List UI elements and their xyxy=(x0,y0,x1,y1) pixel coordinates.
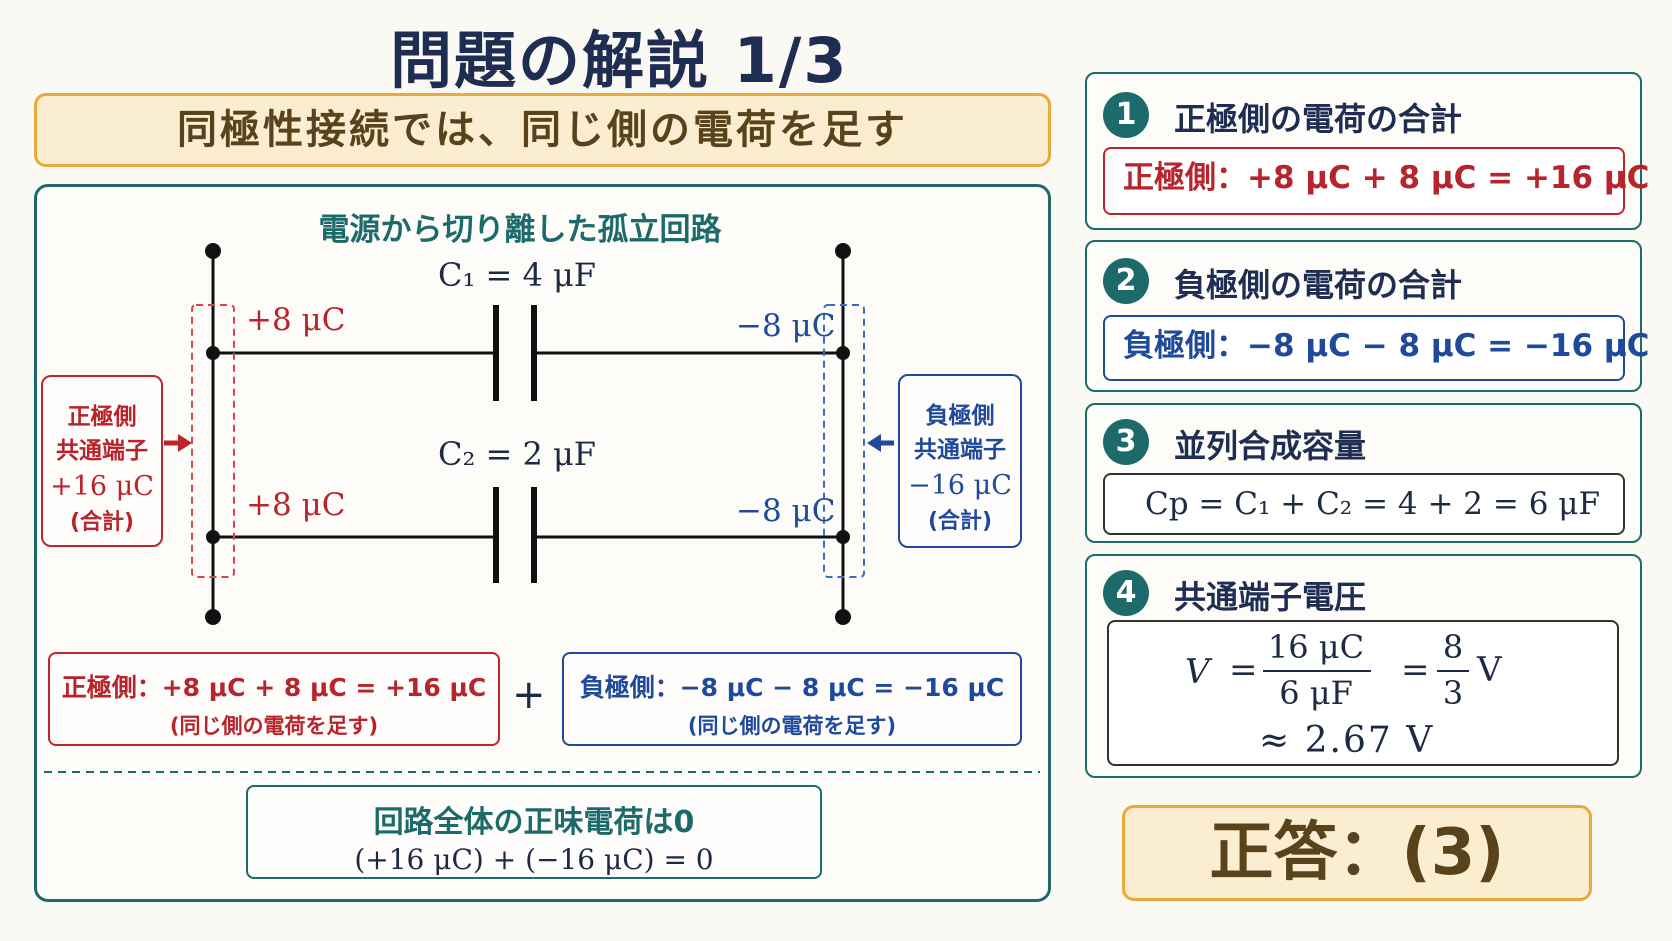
negative-terminal-note: (合計) xyxy=(927,509,993,534)
positive-terminal-arrowhead xyxy=(178,434,192,452)
c1-positive-charge: +8 μC xyxy=(246,302,346,338)
fraction-1-denominator: 6 μF xyxy=(1279,674,1353,712)
step-4-badge: 4 xyxy=(1103,570,1149,616)
net-charge-title: 回路全体の正味電荷は0 xyxy=(373,805,695,840)
fraction-2-bar xyxy=(1437,670,1469,672)
net-charge-box: 回路全体の正味電荷は0 (+16 μC) + (−16 μC) = 0 xyxy=(246,785,822,879)
positive-sum-text: 正極側：+8 μC + 8 μC = +16 μC xyxy=(61,673,487,702)
negative-terminal-line1: 負極側 xyxy=(925,403,995,429)
equals-sign-2: = xyxy=(1401,650,1430,690)
step-1-equation: 正極側：+8 μC + 8 μC = +16 μC xyxy=(1103,147,1649,215)
positive-terminal-line1: 正極側 xyxy=(67,404,137,430)
positive-terminal-value: +16 μC xyxy=(50,471,154,502)
negative-sum-text: 負極側：−8 μC − 8 μC = −16 μC xyxy=(579,673,1005,702)
c1-label: C₁ = 4 μF xyxy=(438,256,596,294)
terminal-dot xyxy=(835,609,851,625)
negative-node-highlight xyxy=(823,304,865,578)
c2-positive-charge: +8 μC xyxy=(246,487,346,523)
negative-terminal-arrowhead xyxy=(867,434,881,452)
fraction-1-numerator: 16 μC xyxy=(1267,628,1365,666)
positive-terminal-box: 正極側 共通端子 +16 μC (合計) xyxy=(41,375,163,547)
voltage-symbol: V xyxy=(1185,652,1210,692)
equals-sign-1: = xyxy=(1229,650,1258,690)
step-4-card: 4 共通端子電圧 V = 16 μC 6 μF = 8 3 V ≈ 2.67 V xyxy=(1085,554,1642,778)
key-point-banner: 同極性接続では、同じ側の電荷を足す xyxy=(34,93,1051,167)
step-4-equation-box: V = 16 μC 6 μF = 8 3 V ≈ 2.67 V xyxy=(1107,620,1619,766)
circuit-panel xyxy=(34,184,1051,902)
fraction-1-bar xyxy=(1263,670,1371,672)
terminal-dot xyxy=(835,243,851,259)
negative-terminal-value: −16 μC xyxy=(908,470,1012,501)
plus-sign: + xyxy=(512,672,546,718)
negative-sum-box: 負極側：−8 μC − 8 μC = −16 μC (同じ側の電荷を足す) xyxy=(562,652,1022,746)
step-3-equation: Cp = C₁ + C₂ = 4 + 2 = 6 μF xyxy=(1103,473,1625,535)
positive-sum-note: (同じ側の電荷を足す) xyxy=(169,714,379,738)
circuit-title: 電源から切り離した孤立回路 xyxy=(318,212,722,248)
c2-label: C₂ = 2 μF xyxy=(438,435,596,473)
voltage-unit: V xyxy=(1477,650,1502,690)
terminal-dot xyxy=(205,609,221,625)
net-charge-equation: (+16 μC) + (−16 μC) = 0 xyxy=(354,843,714,876)
step-3-badge: 3 xyxy=(1103,419,1149,465)
c2-negative-charge: −8 μC xyxy=(736,493,836,529)
fraction-2-denominator: 3 xyxy=(1442,674,1464,712)
step-2-equation: 負極側：−8 μC − 8 μC = −16 μC xyxy=(1103,315,1649,381)
step-1-title: 正極側の電荷の合計 xyxy=(1174,100,1463,138)
answer-box: 正答：(3) xyxy=(1122,805,1592,901)
fraction-2-numerator: 8 xyxy=(1442,628,1464,666)
step-1-badge: 1 xyxy=(1103,92,1149,138)
positive-terminal-line2: 共通端子 xyxy=(56,438,148,464)
step-2-badge: 2 xyxy=(1103,258,1149,304)
step-4-title: 共通端子電圧 xyxy=(1174,578,1367,616)
positive-node-highlight xyxy=(191,304,235,578)
negative-terminal-line2: 共通端子 xyxy=(914,437,1006,463)
c1-negative-charge: −8 μC xyxy=(736,308,836,344)
step-3-card: 3 並列合成容量 Cp = C₁ + C₂ = 4 + 2 = 6 μF xyxy=(1085,403,1642,543)
page-title: 問題の解説 1/3 xyxy=(390,24,849,97)
step-3-title: 並列合成容量 xyxy=(1174,427,1367,465)
step-2-card: 2 負極側の電荷の合計 負極側：−8 μC − 8 μC = −16 μC xyxy=(1085,240,1649,392)
terminal-dot xyxy=(205,243,221,259)
negative-terminal-box: 負極側 共通端子 −16 μC (合計) xyxy=(898,374,1022,548)
voltage-approx: ≈ 2.67 V xyxy=(1259,720,1435,761)
negative-sum-note: (同じ側の電荷を足す) xyxy=(687,714,897,738)
step-2-title: 負極側の電荷の合計 xyxy=(1174,266,1463,304)
positive-sum-box: 正極側：+8 μC + 8 μC = +16 μC (同じ側の電荷を足す) xyxy=(48,652,500,746)
step-1-card: 1 正極側の電荷の合計 正極側：+8 μC + 8 μC = +16 μC xyxy=(1085,72,1649,230)
positive-terminal-note: (合計) xyxy=(69,510,135,535)
